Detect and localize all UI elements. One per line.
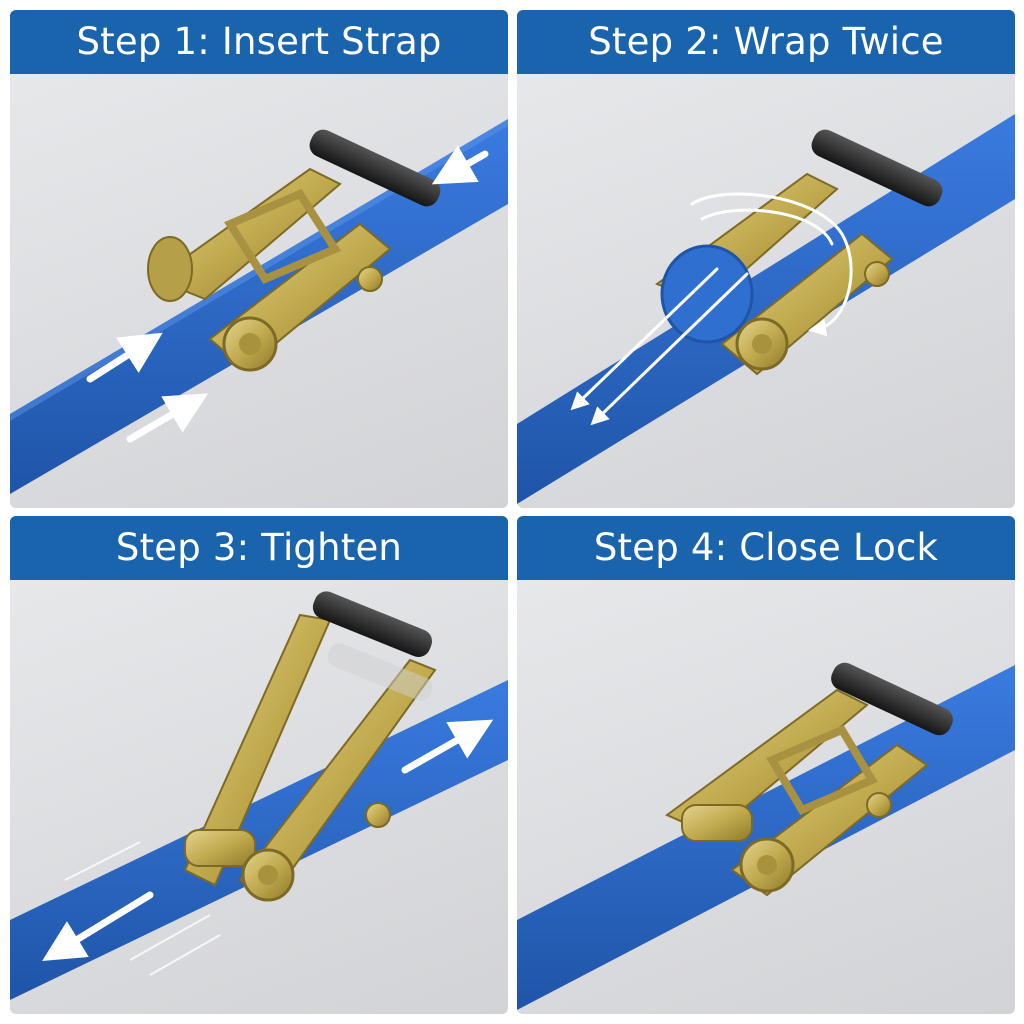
step-1-title: Step 1: Insert Strap bbox=[10, 10, 508, 74]
spindle bbox=[681, 804, 753, 842]
wrap-arrows bbox=[570, 192, 853, 426]
step-3-title: Step 3: Tighten bbox=[10, 516, 508, 580]
ratchet-buckle bbox=[147, 129, 441, 372]
step-1-panel: Step 1: Insert Strap bbox=[10, 10, 508, 508]
step-4-panel: Step 4: Close Lock bbox=[517, 516, 1015, 1014]
insert-arrows bbox=[86, 145, 489, 443]
step-2-panel: Step 2: Wrap Twice bbox=[517, 10, 1015, 508]
step-3-illustration bbox=[10, 580, 508, 1014]
motion-lines bbox=[64, 841, 221, 976]
step-4-title: Step 4: Close Lock bbox=[517, 516, 1015, 580]
ratchet-buckle bbox=[654, 129, 943, 376]
wound-strap-spool bbox=[660, 244, 754, 344]
step-2-illustration bbox=[517, 74, 1015, 508]
step-2-title: Step 2: Wrap Twice bbox=[517, 10, 1015, 74]
tighten-arrows bbox=[42, 719, 494, 961]
ratchet-buckle bbox=[665, 662, 953, 897]
ratchet-buckle bbox=[183, 591, 437, 902]
step-3-panel: Step 3: Tighten bbox=[10, 516, 508, 1014]
step-4-illustration bbox=[517, 580, 1015, 1014]
strap bbox=[10, 680, 508, 1000]
spindle bbox=[184, 829, 256, 867]
step-1-illustration bbox=[10, 74, 508, 508]
